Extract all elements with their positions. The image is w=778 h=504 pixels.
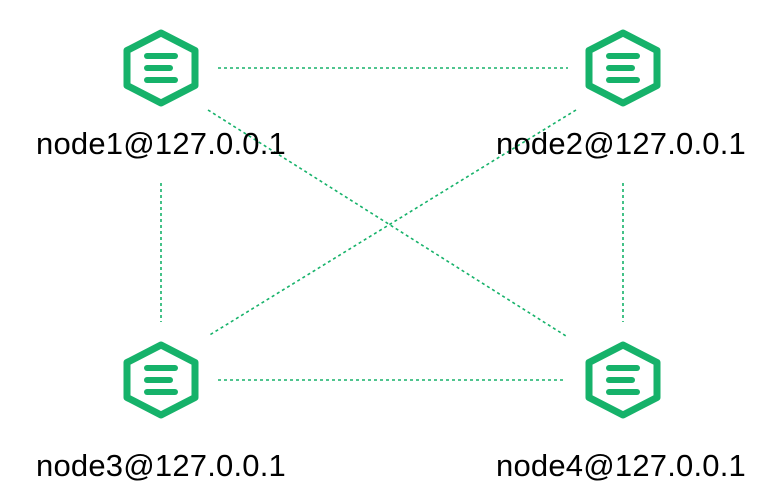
node3-icon[interactable] xyxy=(123,341,199,419)
node2-icon[interactable] xyxy=(585,29,661,107)
nodes-layer xyxy=(123,29,661,419)
node4-icon[interactable] xyxy=(585,341,661,419)
links-layer xyxy=(160,67,624,381)
link-node1-node4 xyxy=(207,109,567,337)
node1-icon[interactable] xyxy=(123,29,199,107)
node4-label: node4@127.0.0.1 xyxy=(496,448,746,483)
node1-label: node1@127.0.0.1 xyxy=(36,126,286,161)
node2-label: node2@127.0.0.1 xyxy=(496,126,746,161)
node3-label: node3@127.0.0.1 xyxy=(36,448,286,483)
